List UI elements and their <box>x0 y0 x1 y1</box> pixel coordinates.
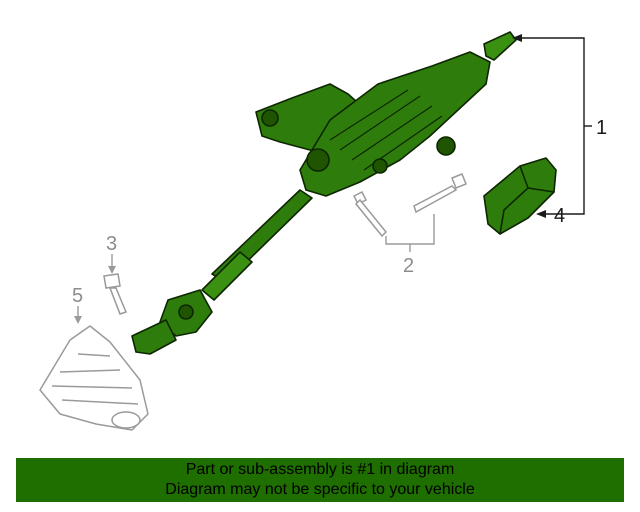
callout-leaders <box>74 34 592 324</box>
callout-4: 4 <box>554 205 565 227</box>
upper-shaft-end <box>483 31 517 61</box>
column-housing <box>299 51 491 197</box>
pivot-boss <box>306 148 330 172</box>
lower-yoke <box>131 319 177 355</box>
steering-column-assembly[interactable] <box>131 31 517 355</box>
housing-ribs <box>329 89 443 171</box>
lock-boss <box>372 158 388 174</box>
callout-1: 1 <box>596 117 607 139</box>
banner-line-1: Part or sub-assembly is #1 in diagram <box>185 461 455 478</box>
rear-mount <box>436 136 456 156</box>
module-part-4[interactable] <box>483 157 557 235</box>
info-banner: Part or sub-assembly is #1 in diagram Di… <box>16 458 624 502</box>
parts-diagram: 1 2 3 4 5 <box>39 31 607 431</box>
bolt-part-3[interactable] <box>103 273 128 315</box>
callout-3: 3 <box>106 233 117 255</box>
gear-boot-part-5[interactable] <box>39 325 149 431</box>
joint-cross <box>178 304 194 320</box>
shaft-sleeve <box>201 251 253 301</box>
callout-5: 5 <box>72 285 83 307</box>
bolts-part-2[interactable] <box>352 173 467 238</box>
callout-2: 2 <box>403 255 414 277</box>
banner-line-2: Diagram may not be specific to your vehi… <box>165 481 475 498</box>
bracket-hole <box>261 109 279 127</box>
